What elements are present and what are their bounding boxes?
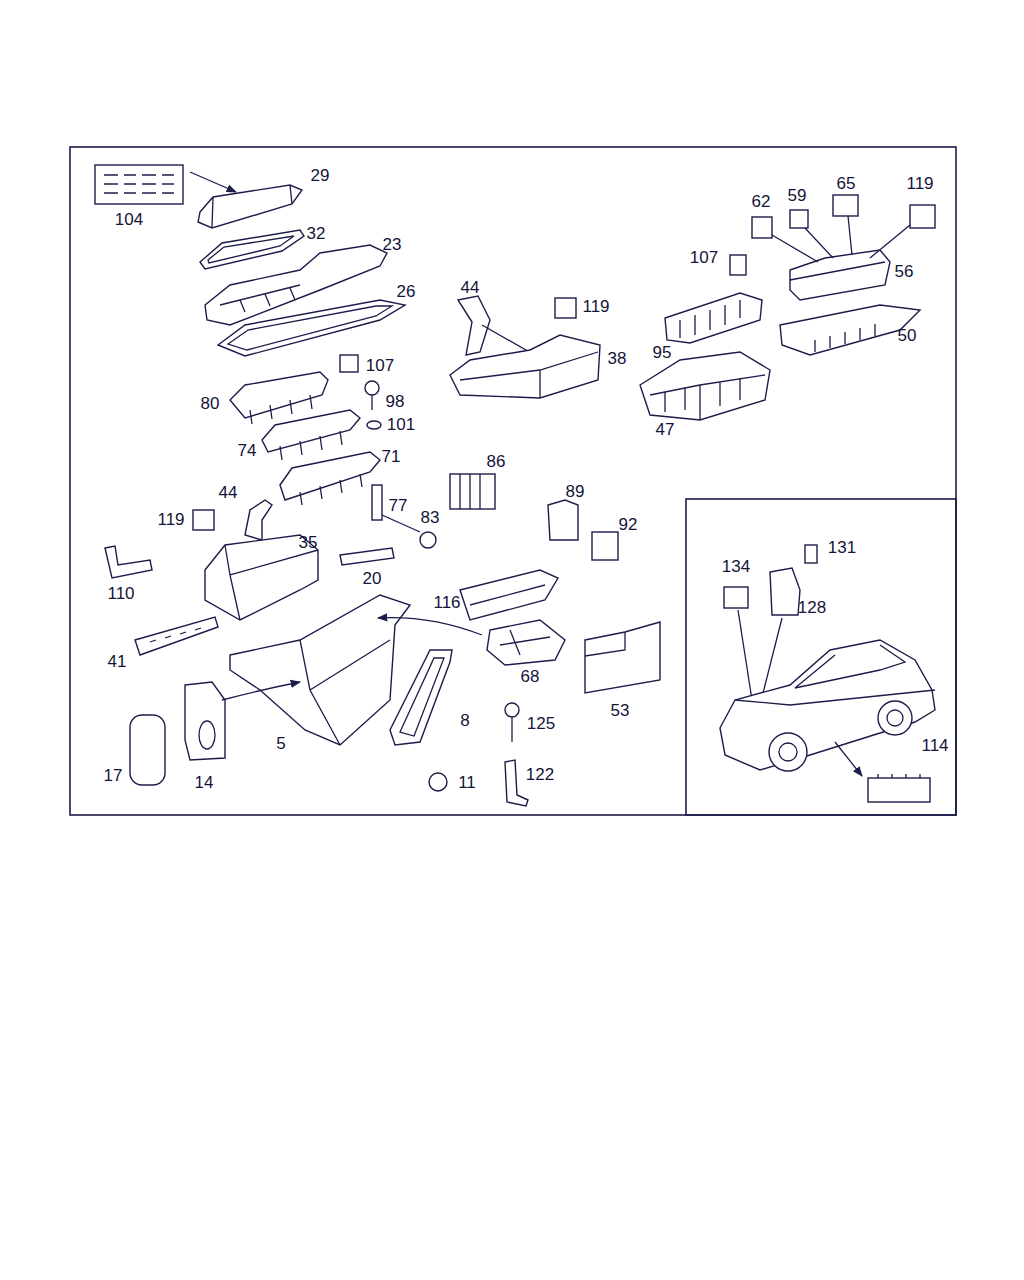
label-sticker — [95, 165, 183, 204]
callout-number: 80 — [200, 395, 221, 413]
callout-number: 44 — [460, 279, 481, 297]
callout-number: 44 — [218, 484, 239, 502]
callout-number: 122 — [525, 766, 555, 784]
callout-number: 89 — [565, 483, 586, 501]
callout-number: 17 — [103, 767, 124, 785]
callout-number: 131 — [827, 539, 857, 557]
callout-number: 128 — [797, 599, 827, 617]
callout-number: 101 — [386, 416, 416, 434]
callout-number: 119 — [905, 175, 934, 193]
callout-number: 8 — [459, 712, 470, 730]
callout-number: 83 — [420, 509, 441, 527]
callout-number: 14 — [194, 774, 215, 792]
callout-number: 65 — [836, 175, 857, 193]
callout-number: 95 — [652, 344, 673, 362]
callout-number: 107 — [365, 357, 395, 375]
callout-number: 29 — [310, 167, 331, 185]
callout-number: 77 — [388, 497, 409, 515]
callout-number: 98 — [385, 393, 406, 411]
leader-arrow — [190, 172, 236, 192]
callout-number: 134 — [721, 558, 751, 576]
callout-number: 107 — [689, 249, 719, 267]
callout-number: 110 — [106, 585, 135, 603]
callout-number: 92 — [618, 516, 639, 534]
callout-number: 74 — [237, 442, 258, 460]
callout-number: 23 — [382, 236, 403, 254]
callout-number: 86 — [486, 453, 507, 471]
callout-number: 32 — [306, 225, 327, 243]
callout-number: 41 — [107, 653, 128, 671]
inset-frame — [686, 499, 956, 815]
frame — [70, 147, 956, 815]
callout-number: 119 — [581, 298, 610, 316]
callout-number: 20 — [362, 570, 383, 588]
callout-number: 50 — [897, 327, 918, 345]
callout-number: 53 — [610, 702, 631, 720]
callout-number: 119 — [156, 511, 185, 529]
callout-number: 68 — [520, 668, 541, 686]
callout-number: 104 — [114, 211, 144, 229]
callout-number: 59 — [787, 187, 808, 205]
vehicle-inset — [720, 545, 935, 802]
callout-number: 35 — [298, 534, 319, 552]
callout-number: 38 — [607, 350, 628, 368]
callout-number: 11 — [457, 774, 477, 792]
callout-number: 114 — [920, 737, 949, 755]
callout-number: 62 — [751, 193, 772, 211]
callout-number: 5 — [275, 735, 286, 753]
fuse-box-parts — [105, 185, 935, 806]
callout-number: 71 — [381, 448, 402, 466]
callout-number: 26 — [396, 283, 417, 301]
callout-number: 116 — [432, 594, 461, 612]
callout-number: 125 — [526, 715, 556, 733]
callout-number: 56 — [894, 263, 915, 281]
callout-number: 47 — [655, 421, 676, 439]
